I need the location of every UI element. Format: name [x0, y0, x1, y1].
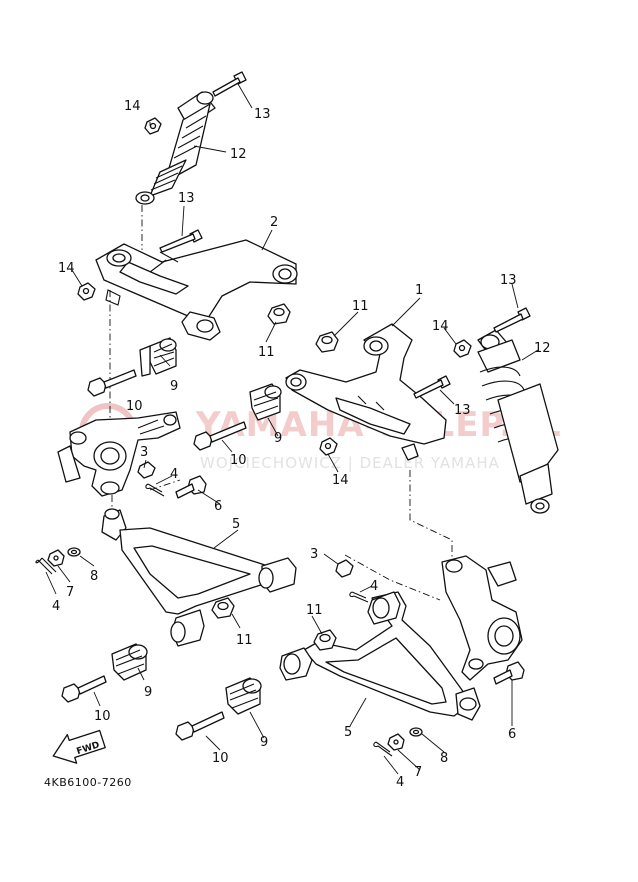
- bolt-13-top: [212, 71, 247, 97]
- callout-10-mid: 10: [230, 453, 247, 468]
- callout-4-right: 4: [396, 775, 404, 790]
- knuckle-left: [57, 411, 181, 497]
- callout-4-upper: 4: [170, 467, 178, 482]
- leader-lines: [45, 83, 539, 775]
- callout-13-mid-left: 13: [178, 191, 195, 206]
- nut-3-right: [335, 559, 354, 578]
- callout-10-upper-left: 10: [126, 399, 143, 414]
- callout-5-right: 5: [344, 725, 352, 740]
- collar-11-left: [267, 303, 291, 325]
- callout-numbers: 1 2 3 3 4 4 4 4 5 5 6 6 7 7 8 8 9 9 9 9 …: [52, 99, 551, 790]
- upper-arm-left: [95, 239, 298, 341]
- callout-9-mid: 9: [274, 431, 282, 446]
- bolt-13-mid-right: [413, 375, 451, 399]
- callout-4-left: 4: [52, 599, 60, 614]
- washer-8-left: [67, 547, 81, 557]
- callout-6-right: 6: [508, 727, 516, 742]
- callout-14-top: 14: [124, 99, 141, 114]
- callout-12-right: 12: [534, 341, 551, 356]
- nut-14-right: [453, 339, 472, 358]
- callout-11-left: 11: [258, 345, 275, 360]
- washer-8-right: [409, 727, 423, 737]
- nut-14-left: [77, 282, 96, 301]
- bushing-9-mid: [249, 383, 282, 421]
- bushing-9-lower-right: [225, 677, 262, 715]
- callout-10-lower-right: 10: [212, 751, 229, 766]
- diagram-code: 4KB6100-7260: [44, 776, 132, 789]
- callout-7-right: 7: [414, 765, 422, 780]
- shock-absorber-right: [477, 329, 559, 514]
- callout-5-left: 5: [232, 517, 240, 532]
- callout-14-right: 14: [432, 319, 449, 334]
- assembly-lines: [109, 205, 453, 601]
- nut-14-top: [144, 117, 162, 135]
- callout-7-left: 7: [66, 585, 74, 600]
- cotter-pin-4-upper: [145, 483, 165, 497]
- callout-4-mid: 4: [370, 579, 378, 594]
- callout-9-lower-left: 9: [144, 685, 152, 700]
- nut-7-left: [47, 549, 65, 567]
- callout-6-left: 6: [214, 499, 222, 514]
- collar-11-lower-left: [211, 597, 235, 619]
- nut-3-left: [137, 461, 156, 479]
- lower-arm-right: [279, 591, 481, 721]
- callout-8-right: 8: [440, 751, 448, 766]
- bolt-10-upper-left: [87, 369, 137, 397]
- knuckle-right: [441, 555, 523, 681]
- callout-9-upper-left: 9: [170, 379, 178, 394]
- callout-10-lower-left: 10: [94, 709, 111, 724]
- bolt-6-left: [175, 475, 207, 499]
- bolt-13-right: [493, 307, 531, 333]
- bolt-10-mid: [193, 421, 247, 451]
- callout-13-mid-right: 13: [454, 403, 471, 418]
- bushing-9-upper-left: [139, 337, 177, 377]
- fwd-arrow: FWD: [52, 729, 106, 764]
- callout-3-right: 3: [310, 547, 318, 562]
- bolt-13-mid-left: [159, 229, 203, 253]
- bolt-10-lower-left: [61, 675, 107, 703]
- callout-1: 1: [415, 283, 423, 298]
- cotter-pin-4-mid: [349, 591, 369, 603]
- cotter-pin-4-right: [373, 741, 393, 757]
- bushing-9-lower-left: [111, 643, 148, 681]
- callout-2: 2: [270, 215, 278, 230]
- callout-13-top: 13: [254, 107, 271, 122]
- cotter-pin-4-left: [35, 557, 57, 575]
- bolt-6-right: [493, 661, 525, 685]
- shock-absorber-upper-left: [135, 91, 216, 205]
- lower-arm-left: [101, 508, 297, 647]
- callout-12-left: 12: [230, 147, 247, 162]
- callout-9-lower-right: 9: [260, 735, 268, 750]
- callout-13-right: 13: [500, 273, 517, 288]
- bolt-10-lower-right: [175, 711, 225, 741]
- collar-11-lower-right: [313, 629, 337, 651]
- nut-14-mid: [319, 437, 338, 456]
- callout-11-mid: 11: [352, 299, 369, 314]
- callout-14-left: 14: [58, 261, 75, 276]
- callout-3-left: 3: [140, 445, 148, 460]
- upper-arm-right: [285, 323, 447, 461]
- callout-11-lower-left: 11: [236, 633, 253, 648]
- callout-14-mid: 14: [332, 473, 349, 488]
- watermark-subtitle: WOJCIECHOWICZ | DEALER YAMAHA: [200, 454, 500, 472]
- nut-7-right: [387, 733, 405, 751]
- collar-11-mid: [315, 331, 339, 353]
- callout-8-left: 8: [90, 569, 98, 584]
- callout-11-lower-right: 11: [306, 603, 323, 618]
